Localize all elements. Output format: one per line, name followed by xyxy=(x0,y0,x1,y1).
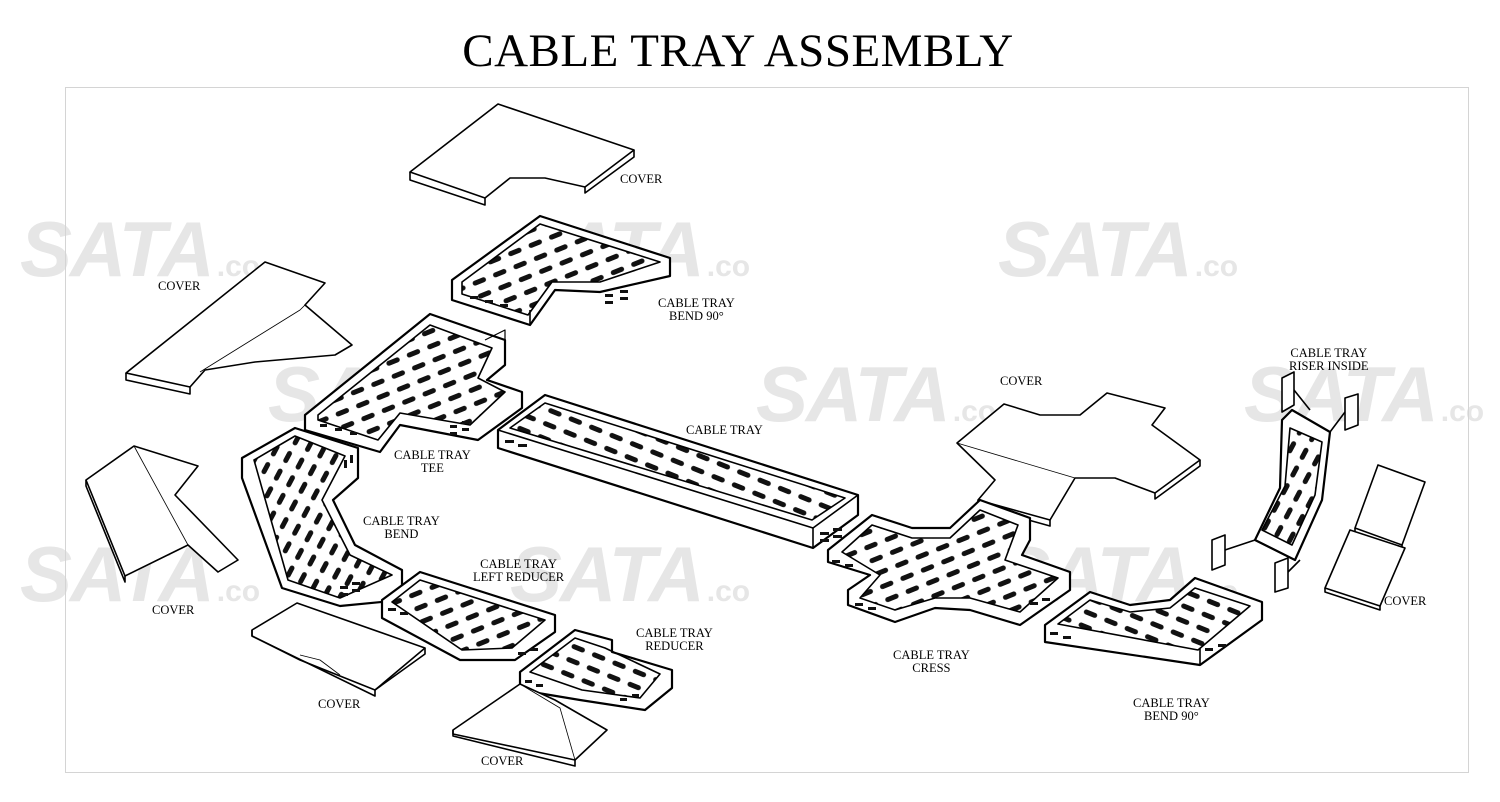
tray-reducer xyxy=(518,628,674,712)
tray-left-reducer xyxy=(380,570,557,662)
watermark-logo: SATA.co xyxy=(510,530,751,618)
cover-tee xyxy=(125,261,353,395)
tray-bend xyxy=(240,426,404,608)
tray-tee xyxy=(303,312,524,454)
cover-top xyxy=(409,103,635,206)
tray-bend90-top xyxy=(450,214,672,327)
watermark-logo: SATA.co xyxy=(756,350,997,438)
cover-bend xyxy=(85,445,239,583)
watermark-logo: SATA.co xyxy=(20,205,261,293)
tray-riser-inside xyxy=(1211,371,1359,593)
label-cover-tee: COVER xyxy=(152,603,195,617)
tray-straight xyxy=(496,393,860,550)
drawing-frame xyxy=(65,87,1469,773)
watermark-logo: SATA.co xyxy=(1244,350,1485,438)
cover-riser xyxy=(1324,464,1426,611)
tray-cross xyxy=(826,498,1072,627)
page-title: CABLE TRAY ASSEMBLY xyxy=(462,25,1014,77)
label-cover-left: COVER xyxy=(158,279,201,293)
label-cover-riser: COVER xyxy=(1384,594,1427,608)
label-cable-tray: CABLE TRAY xyxy=(686,423,763,437)
watermark-logo: SATA.co xyxy=(998,205,1239,293)
cover-reducer xyxy=(452,683,608,767)
label-cover-bend: COVER xyxy=(318,697,361,711)
label-cover-cross: COVER xyxy=(1000,374,1043,388)
tray-bend90-right xyxy=(1043,576,1264,667)
cover-left-reducer xyxy=(251,602,426,697)
label-cover-lr: COVER xyxy=(481,754,524,768)
label-cover-top: COVER xyxy=(620,172,663,186)
